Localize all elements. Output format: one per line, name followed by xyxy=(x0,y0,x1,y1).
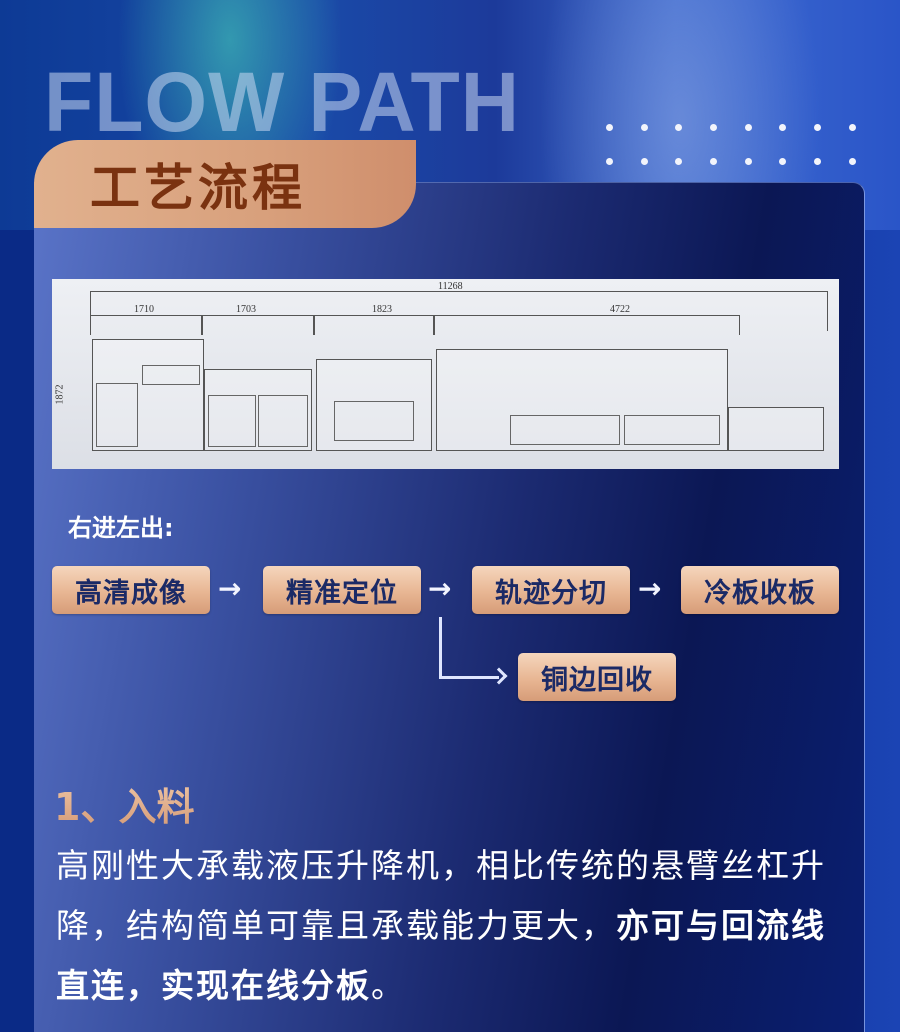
dimension-segment-1: 1710 xyxy=(134,304,154,315)
dimension-segment-3: 1823 xyxy=(372,304,392,315)
section-title-tab: 工艺流程 xyxy=(34,140,416,228)
paragraph-end-text: 。 xyxy=(371,966,406,1005)
loader-module xyxy=(92,339,204,451)
dot xyxy=(848,158,856,165)
flow-step-cutting: 轨迹分切 xyxy=(472,566,630,614)
positioning-module xyxy=(316,359,432,451)
cabinet-door xyxy=(258,395,308,447)
positioning-panel xyxy=(334,401,414,441)
dot xyxy=(640,158,648,165)
dot xyxy=(814,124,822,131)
flow-step-cold-plate-collection: 冷板收板 xyxy=(681,566,839,614)
page-title: 工艺流程 xyxy=(90,159,306,217)
arrow-right-icon: → xyxy=(638,572,662,605)
dot xyxy=(675,124,683,131)
dimension-height: 1872 xyxy=(54,384,66,405)
machine-layout-diagram: 11268 1710 1703 1823 4722 1872 xyxy=(52,279,839,469)
branch-connector-horizontal xyxy=(439,676,499,679)
dimension-line-total xyxy=(90,291,828,331)
dimension-line-1 xyxy=(90,315,202,335)
dot xyxy=(814,158,822,165)
dot xyxy=(606,158,613,165)
loader-panel xyxy=(96,383,138,447)
english-title: FLOW PATH xyxy=(44,55,520,149)
dot xyxy=(675,158,683,165)
dot xyxy=(640,124,648,131)
flow-step-imaging: 高清成像 xyxy=(52,566,210,614)
paragraph-regular-text: 高刚性大承载液压升降机，相比传统的悬臂丝杠升降，结构简单可靠且承载能力更大， xyxy=(56,846,826,945)
dimension-line-3 xyxy=(314,315,434,335)
flow-step-copper-edge-recycling: 铜边回收 xyxy=(518,653,676,701)
dimension-line-4 xyxy=(434,315,740,335)
cutting-panel xyxy=(624,415,720,445)
dot xyxy=(779,158,787,165)
dot xyxy=(606,124,613,131)
section-paragraph: 高刚性大承载液压升降机，相比传统的悬臂丝杠升降，结构简单可靠且承载能力更大，亦可… xyxy=(56,836,856,1016)
loader-panel xyxy=(142,365,200,385)
branch-connector-vertical xyxy=(439,617,442,679)
flow-direction-label: 右进左出: xyxy=(68,514,174,542)
cutting-module xyxy=(436,349,728,451)
cutting-panel xyxy=(510,415,620,445)
dimension-total: 11268 xyxy=(438,281,463,292)
section-heading: 1、入料 xyxy=(54,776,194,831)
dot xyxy=(744,124,752,131)
dimension-segment-4: 4722 xyxy=(610,304,630,315)
paragraph-bold-text: 亦可与回流线直连，实现在线分板 xyxy=(56,906,826,1005)
dimension-segment-2: 1703 xyxy=(236,304,256,315)
arrow-right-icon: → xyxy=(428,572,452,605)
dot xyxy=(744,158,752,165)
flow-step-positioning: 精准定位 xyxy=(263,566,421,614)
cabinet-door xyxy=(208,395,256,447)
dot xyxy=(848,124,856,131)
arrow-right-icon: → xyxy=(218,572,242,605)
unloading-conveyor xyxy=(728,407,824,451)
dimension-line-2 xyxy=(202,315,314,335)
decorative-dot-grid xyxy=(606,124,866,174)
dot xyxy=(710,158,718,165)
dot xyxy=(779,124,787,131)
dot xyxy=(710,124,718,131)
